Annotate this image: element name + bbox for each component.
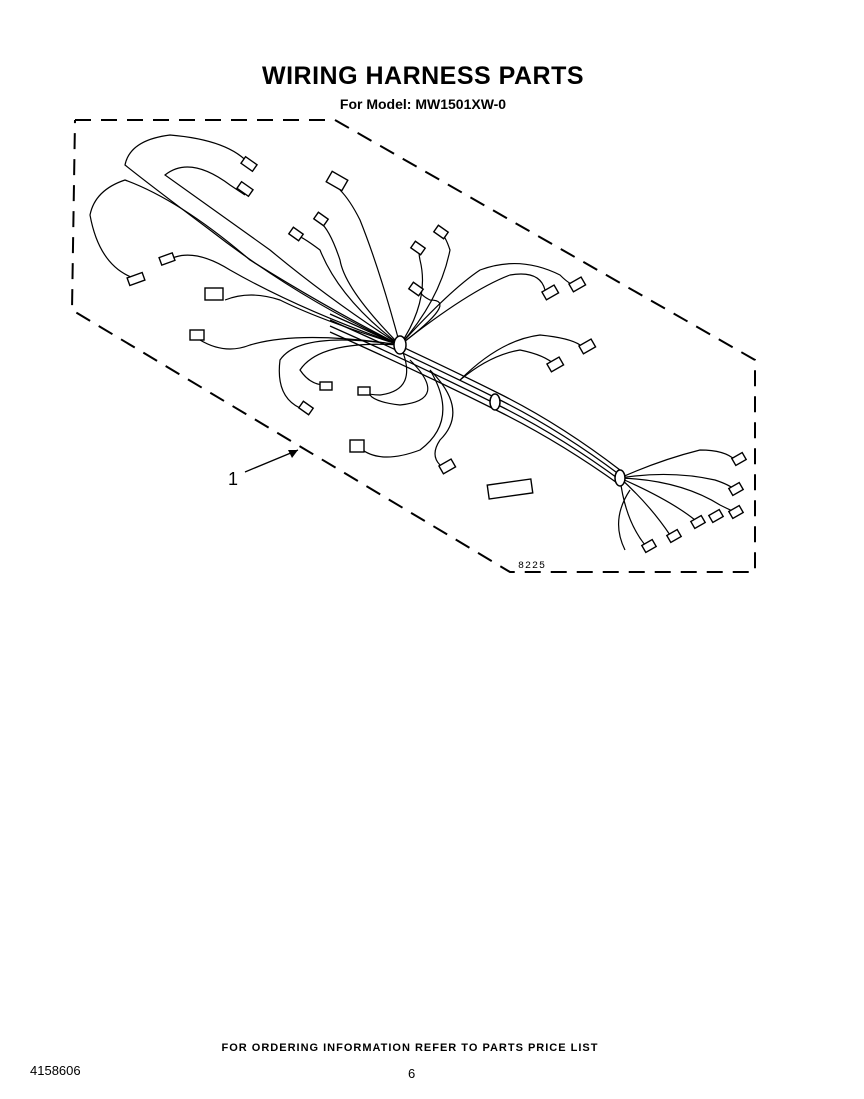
callout-arrowhead [288,450,298,458]
document-number: 4158606 [30,1063,81,1078]
page-number: 6 [408,1066,416,1081]
lower-wires [359,359,454,466]
right-terminal-wires [617,449,736,551]
page-title: WIRING HARNESS PARTS [261,62,585,90]
ordering-note: FOR ORDERING INFORMATION REFER TO PARTS … [221,1042,599,1054]
drawing-code: 8225 [518,561,546,572]
wiring-harness-diagram: 1 8225 [70,119,756,573]
callout-number: 1 [228,469,238,489]
left-wires [89,134,408,411]
callout-leader [244,449,299,473]
harness-trunk [329,313,621,486]
harness-clamps [393,335,626,487]
dashed-frame [70,119,756,573]
model-subtitle: For Model: MW1501XW-0 [339,96,507,112]
terminal-connectors [126,155,748,554]
